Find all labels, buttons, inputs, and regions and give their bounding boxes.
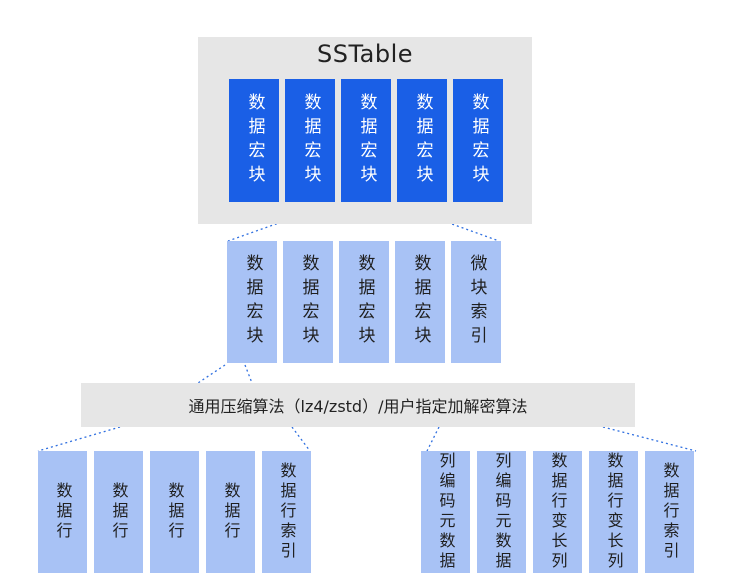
data-row-block: 数据行 — [150, 451, 199, 573]
sstable-macro-block: 数据宏块 — [397, 79, 447, 202]
sstable-title: SSTable — [316, 40, 414, 68]
data-row-block: 数据行 — [94, 451, 143, 573]
macro-block-part: 数据宏块 — [339, 241, 389, 363]
sstable-macro-block: 数据宏块 — [453, 79, 503, 202]
connector-line — [37, 426, 121, 452]
column-encoding-metadata-block: 列编码元数据 — [477, 451, 526, 573]
connector-line — [426, 426, 440, 452]
compression-label: 通用压缩算法（lz4/zstd）/用户指定加解密算法 — [188, 397, 528, 416]
macro-block-part: 数据宏块 — [395, 241, 445, 363]
row-index-block: 数据行索引 — [645, 451, 694, 573]
macro-block-part: 数据宏块 — [227, 241, 277, 363]
macro-block-part: 数据宏块 — [283, 241, 333, 363]
connector-line — [291, 426, 311, 452]
column-encoding-metadata-block: 列编码元数据 — [421, 451, 470, 573]
sstable-macro-block: 数据宏块 — [285, 79, 335, 202]
sstable-macro-block: 数据宏块 — [341, 79, 391, 202]
connector-line — [602, 426, 697, 452]
variable-length-column-block: 数据行变长列 — [589, 451, 638, 573]
connector-line — [390, 201, 500, 242]
data-row-block: 数据行 — [38, 451, 87, 573]
variable-length-column-block: 数据行变长列 — [533, 451, 582, 573]
connector-line — [197, 364, 226, 384]
row-index-block: 数据行索引 — [262, 451, 311, 573]
micro-block-index: 微块索引 — [451, 241, 501, 363]
connector-line — [244, 364, 253, 384]
compression-bar: 通用压缩算法（lz4/zstd）/用户指定加解密算法 — [81, 383, 635, 427]
data-row-block: 数据行 — [206, 451, 255, 573]
sstable-macro-block: 数据宏块 — [229, 79, 279, 202]
